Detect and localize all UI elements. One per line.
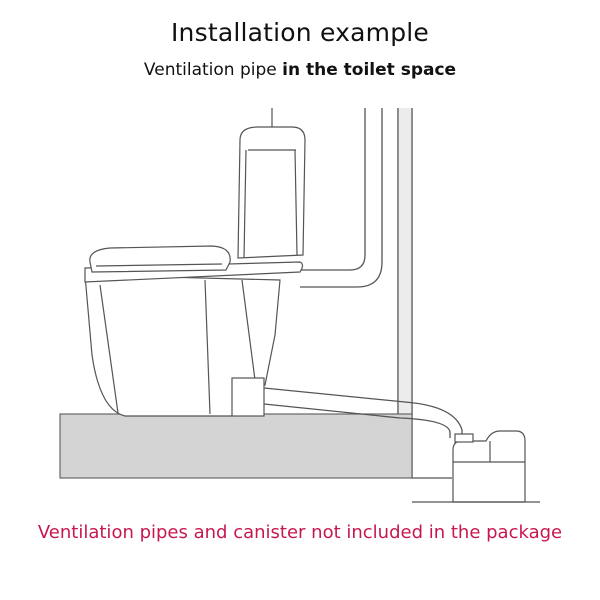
toilet-illustration [84,126,306,417]
canister-illustration [452,430,526,503]
disclaimer-note: Ventilation pipes and canister not inclu… [37,522,563,543]
page-title: Installation example [170,18,430,47]
subtitle-regular: Ventilation pipe [143,60,283,80]
ventilation-pipe-illustration [271,108,383,288]
page-subtitle: Ventilation pipe in the toilet space [0,60,600,80]
drain-pipe [263,387,463,438]
floor-slab [59,413,452,479]
subtitle-bold: in the toilet space [282,60,457,80]
